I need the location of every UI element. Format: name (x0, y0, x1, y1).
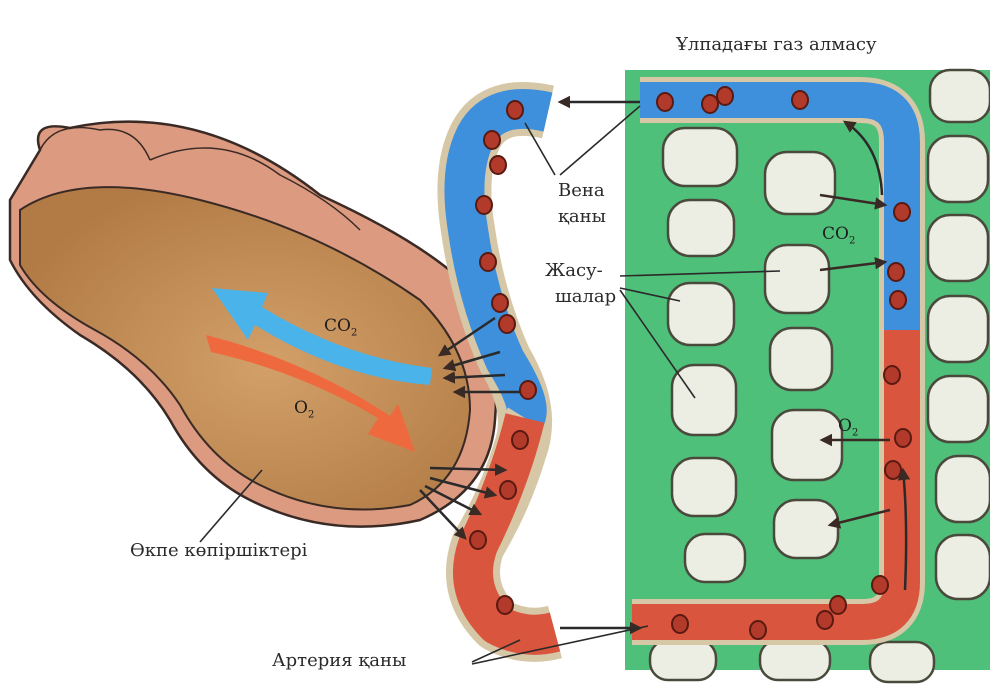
tissue-cell (928, 296, 988, 362)
tissue-cell (672, 458, 736, 516)
tissue-cell (870, 642, 934, 682)
o2-alveolus-label: O2 (294, 400, 314, 420)
vein-blood-label-line1: Вена (558, 182, 605, 200)
tissue-cell (928, 376, 988, 442)
tissue-cell (936, 456, 990, 522)
vein-blood-label-line2: қаны (558, 208, 606, 226)
tissue-cell (668, 283, 734, 345)
tissue-cell (772, 410, 842, 480)
alveoli-label: Өкпе көпіршіктері (130, 542, 307, 560)
tissue-cell (770, 328, 832, 390)
cells-label-line2: шалар (555, 288, 616, 306)
tissue-cell (936, 535, 990, 599)
tissue-cell (930, 70, 990, 122)
tissue-cell (765, 245, 829, 313)
title-label: Ұлпадағы газ алмасу (676, 36, 877, 54)
tissue-cell (685, 534, 745, 582)
tissue-cell (928, 136, 988, 202)
tissue-cell (765, 152, 835, 214)
co2-tissue-label: CO2 (822, 226, 855, 246)
tissue-cell (928, 215, 988, 281)
arterial-blood-label: Артерия қаны (272, 652, 406, 670)
o2-tissue-label: O2 (838, 418, 858, 438)
co2-alveolus-label: CO2 (324, 318, 357, 338)
tissue-cell (760, 640, 830, 680)
tissue-cell (650, 640, 716, 680)
tissue-cell (774, 500, 838, 558)
tissue-cell (663, 128, 737, 186)
tissue-cell (672, 365, 736, 435)
cells-label-line1: Жасу- (545, 262, 603, 280)
tissue-cell (668, 200, 734, 256)
